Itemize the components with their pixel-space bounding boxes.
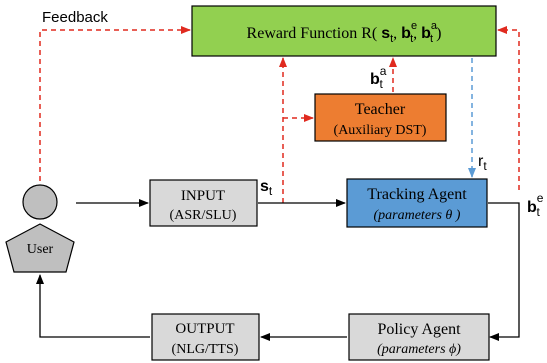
reward-signal-label: rt bbox=[478, 153, 487, 173]
bte-to-reward-arrow bbox=[497, 26, 520, 190]
reward-s: s bbox=[381, 25, 390, 42]
tracking-subtitle: (parameters θ ) bbox=[374, 208, 461, 223]
teacher-title: Teacher bbox=[355, 101, 406, 118]
reward-ba: b bbox=[421, 25, 431, 42]
input-title: INPUT bbox=[181, 188, 225, 204]
tracking-agent-node: Tracking Agent (parameters θ ) bbox=[346, 178, 488, 228]
feedback-arrow bbox=[39, 26, 191, 190]
feedback-label: Feedback bbox=[42, 9, 108, 26]
reward-suffix: ) bbox=[436, 25, 441, 42]
user-node: User bbox=[5, 184, 75, 273]
input-subtitle: (ASR/SLU) bbox=[170, 208, 237, 223]
user-label: User bbox=[27, 242, 54, 257]
output-title: OUTPUT bbox=[175, 321, 234, 337]
input-output-label: st bbox=[260, 178, 273, 198]
output-node: OUTPUT (NLG/TTS) bbox=[151, 313, 260, 361]
reward-ba-sup: a bbox=[431, 20, 438, 32]
reward-be-sup: e bbox=[411, 20, 417, 32]
reward-be: b bbox=[401, 25, 411, 42]
reward-sep2: , bbox=[413, 25, 421, 42]
reward-prefix: Reward Function R( bbox=[247, 25, 378, 42]
svg-text:Reward Function R( st, bet, ba: Reward Function R( st, bet, bat) bbox=[247, 20, 442, 45]
reward-ba-sub: t bbox=[430, 33, 433, 45]
reward-be-sub: t bbox=[410, 33, 413, 45]
teacher-subtitle: (Auxiliary DST) bbox=[334, 123, 427, 138]
output-subtitle: (NLG/TTS) bbox=[172, 342, 239, 357]
teacher-node: Teacher (Auxiliary DST) bbox=[314, 93, 447, 142]
policy-subtitle: (parameters ϕ) bbox=[377, 342, 461, 357]
input-node: INPUT (ASR/SLU) bbox=[149, 179, 258, 227]
reward-sep1: , bbox=[393, 25, 401, 42]
tracking-to-policy-arrow bbox=[488, 202, 520, 341]
reward-s-sub: t bbox=[390, 33, 393, 45]
user-head bbox=[22, 184, 58, 220]
output-to-user-arrow bbox=[36, 274, 150, 338]
user-body bbox=[5, 223, 75, 273]
policy-agent-node: Policy Agent (parameters ϕ) bbox=[348, 313, 490, 361]
policy-title: Policy Agent bbox=[377, 321, 461, 338]
tracking-title: Tracking Agent bbox=[367, 186, 467, 203]
